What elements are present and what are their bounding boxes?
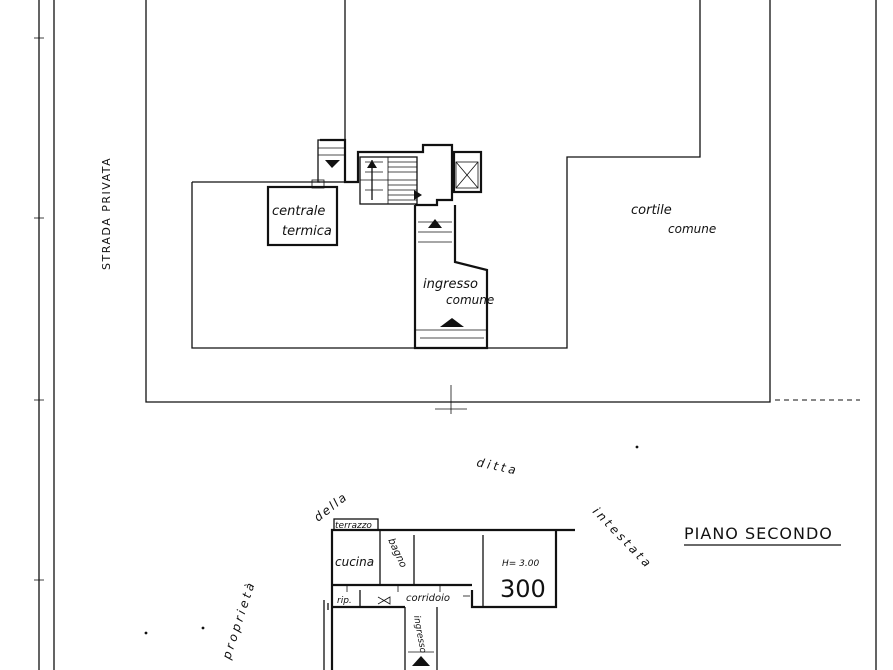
ingresso-comune-room — [413, 205, 489, 350]
ingresso-comune-label-2: comune — [446, 293, 494, 307]
intestata-label: intestata — [590, 504, 656, 572]
ingresso-comune-label-1: ingresso — [423, 277, 478, 292]
proprieta-label: proprietà — [219, 578, 258, 661]
bagno-label: bagno — [385, 537, 408, 570]
unit-number: 300 — [500, 575, 546, 603]
centrale-termica-room — [266, 179, 339, 247]
building-outline — [145, 0, 860, 414]
terrazzo-label: terrazzo — [335, 521, 372, 531]
cucina-label: cucina — [335, 555, 374, 569]
piano-secondo-title: PIANO SECONDO — [684, 524, 833, 543]
stairwell — [317, 138, 483, 207]
ingresso-unit-label: ingresso — [411, 615, 428, 655]
second-floor-unit — [323, 518, 575, 670]
height-label: H= 3.00 — [502, 559, 539, 569]
corridoio-label: corridoio — [406, 593, 450, 604]
ripostiglio-label: rip. — [337, 596, 352, 606]
centrale-label: centrale — [272, 204, 325, 219]
cortile-label: cortile — [631, 203, 672, 218]
comune-label: comune — [668, 222, 716, 236]
ditta-label: ditta — [475, 455, 520, 478]
termica-label: termica — [282, 224, 332, 239]
drawing-dots — [144, 445, 639, 635]
road-label: STRADA PRIVATA — [100, 157, 113, 270]
